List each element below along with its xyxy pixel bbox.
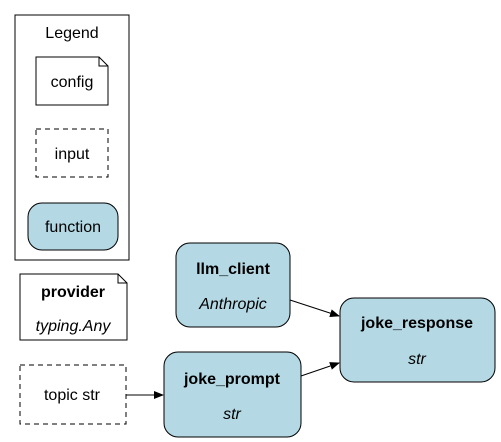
- joke-response-type: str: [408, 351, 426, 368]
- provider-name: provider: [41, 284, 105, 301]
- legend-input-node: input: [35, 128, 109, 178]
- provider-type: typing.Any: [36, 318, 112, 335]
- legend-title: Legend: [45, 25, 98, 42]
- edge-joke-prompt-to-joke-response: [300, 362, 340, 377]
- legend-function-node: function: [27, 202, 119, 251]
- legend-input-label: input: [55, 146, 90, 163]
- legend-config-label: config: [51, 74, 94, 91]
- topic-input-node: topic str: [19, 364, 127, 425]
- llm-client-name: llm_client: [196, 261, 270, 278]
- legend-config-node: config: [35, 56, 109, 106]
- topic-input-label: topic str: [44, 387, 101, 404]
- joke-prompt-name: joke_prompt: [183, 371, 281, 388]
- provider-node: provider typing.Any: [19, 273, 128, 341]
- joke-prompt-node: joke_prompt str: [163, 351, 302, 438]
- joke-prompt-type: str: [223, 406, 241, 423]
- legend: Legend config input function: [14, 14, 130, 261]
- legend-function-label: function: [45, 219, 101, 236]
- joke-response-node: joke_response str: [339, 297, 496, 383]
- llm-client-node: llm_client Anthropic: [175, 242, 291, 328]
- edge-llm-client-to-joke-response: [289, 299, 340, 318]
- joke-response-name: joke_response: [360, 315, 473, 332]
- llm-client-type: Anthropic: [198, 296, 267, 313]
